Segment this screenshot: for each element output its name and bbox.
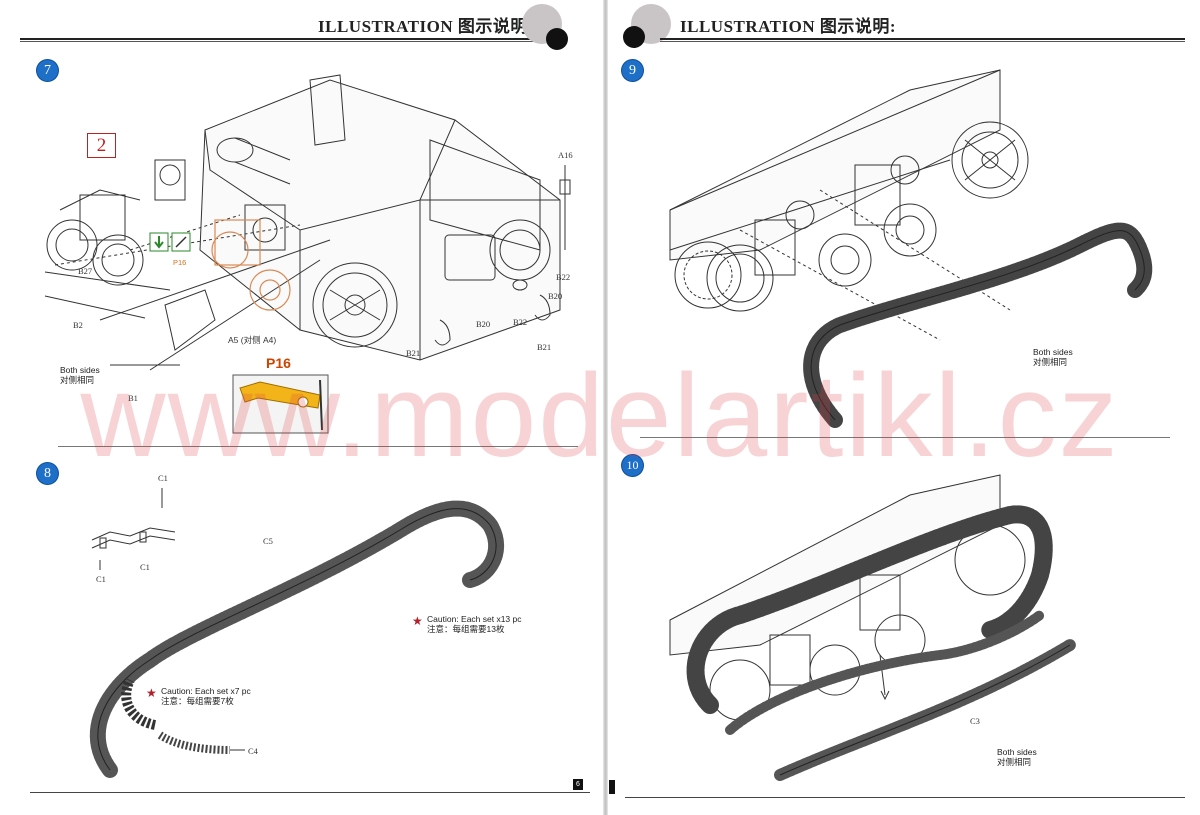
part-label-a5: A5 (对侧 A4)	[228, 335, 277, 345]
part-label-c1-a: C1	[158, 473, 168, 483]
part-label-c1-c: C1	[140, 562, 150, 572]
part-label-b21-b: B21	[406, 348, 421, 358]
part-label-b27: B27	[78, 266, 93, 276]
right-header-title: ILLUSTRATION 图示说明:	[680, 17, 897, 36]
part-label-p16-small: P16	[173, 258, 187, 267]
part-label-b20-a: B20	[548, 291, 563, 301]
step-9-note-cn: 对侧相同	[1033, 357, 1068, 367]
part-label-b2: B2	[73, 320, 83, 330]
left-header-title: ILLUSTRATION 图示说明:	[318, 17, 535, 36]
page-number: 6	[573, 779, 583, 790]
part-label-b1: B1	[128, 393, 138, 403]
step-9-illustration	[669, 69, 1153, 428]
reference-box-number: 2	[87, 133, 116, 158]
step-9-note-en: Both sides	[1033, 347, 1073, 357]
p16-photo-label: P16	[266, 355, 291, 371]
step-8-caution-1-cn: 注意：每组需要13枚	[427, 624, 505, 634]
right-header-rule-thin	[660, 41, 1185, 42]
part-label-b21-a: B21	[537, 342, 552, 352]
step-9-badge: 9	[622, 60, 643, 81]
step-7-note-en: Both sides	[60, 365, 100, 375]
part-label-c5: C5	[263, 536, 273, 546]
step-8-illustration	[89, 488, 504, 778]
part-label-b22-a: B22	[556, 272, 571, 282]
part-label-b20-b: B20	[476, 319, 491, 329]
part-label-c1-b: C1	[96, 574, 106, 584]
left-header-rule-thin	[20, 41, 540, 42]
right-footer-marker	[609, 780, 615, 794]
step-10-note-en: Both sides	[997, 747, 1037, 757]
header-circle-black-left	[546, 28, 568, 50]
part-label-a16: A16	[558, 150, 573, 160]
step-7-badge: 7	[37, 60, 58, 81]
part-label-c3: C3	[970, 716, 980, 726]
caution-star-icon-1: ★	[412, 614, 423, 628]
header-circle-black-right	[623, 26, 645, 48]
book-spine	[603, 0, 608, 815]
caution-star-icon-2: ★	[146, 686, 157, 700]
step-8-caution-2-cn: 注意：每组需要7枚	[161, 696, 234, 706]
step-10-note-cn: 对侧相同	[997, 757, 1032, 767]
right-footer-rule	[625, 797, 1185, 798]
step-9-separator	[640, 437, 1170, 438]
step-7-illustration	[44, 74, 571, 434]
step-10-badge: 10	[622, 455, 643, 476]
left-header-rule	[20, 38, 540, 40]
step-8-caution-1-en: Caution: Each set x13 pc	[427, 614, 522, 624]
right-header-rule	[660, 38, 1185, 40]
part-label-c4: C4	[248, 746, 258, 756]
step-8-caution-2-en: Caution: Each set x7 pc	[161, 686, 251, 696]
step-7-separator	[58, 446, 578, 447]
part-label-b22-b: B22	[513, 317, 528, 327]
step-10-illustration	[669, 474, 1076, 781]
step-8-badge: 8	[37, 463, 58, 484]
left-footer-rule	[30, 792, 590, 793]
step-7-note-cn: 对侧相同	[60, 375, 95, 385]
